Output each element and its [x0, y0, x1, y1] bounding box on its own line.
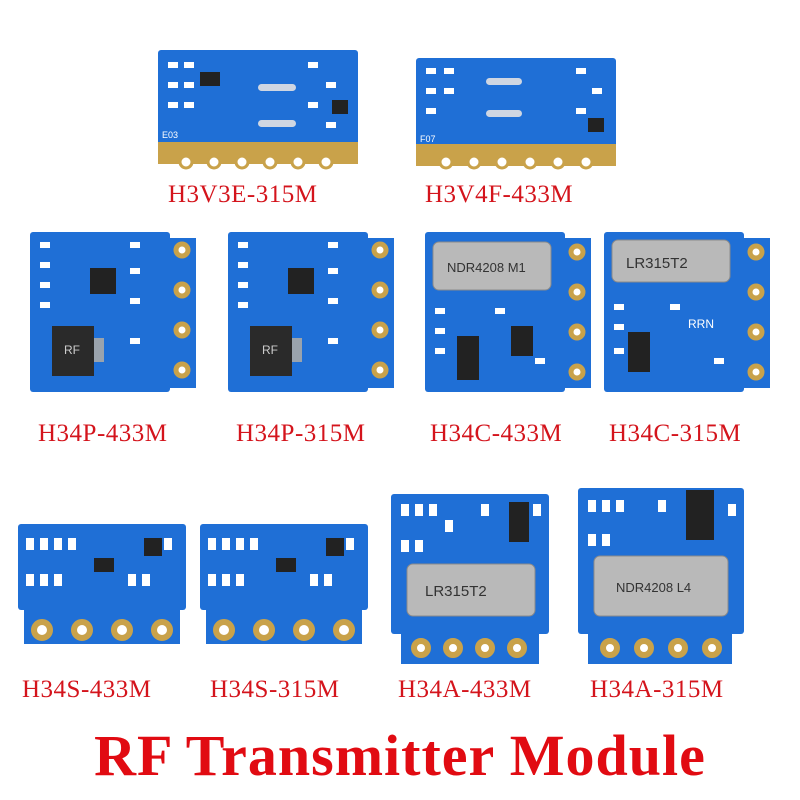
module-h34a315: NDR4208 L4 — [572, 484, 750, 671]
label-h34a433: H34A-433M — [398, 676, 532, 703]
label-h34s433: H34S-433M — [22, 676, 152, 703]
page-title: RF Transmitter Module — [94, 723, 706, 788]
pcb-h34p315: RF — [228, 232, 394, 392]
silk-h34p433: RF — [64, 343, 80, 357]
crystal-h34c315: LR315T2 — [626, 255, 688, 272]
pcb-h3v4f: F07 — [416, 58, 616, 170]
module-h34p315: RF — [228, 228, 398, 403]
module-h34c433: NDR4208 M1 — [425, 228, 595, 403]
crystal-h34c433: NDR4208 M1 — [447, 260, 526, 275]
module-h3v4f: F07 — [416, 52, 616, 182]
pcb-h34a433: LR315T2 — [391, 494, 549, 664]
module-h34a433: LR315T2 — [385, 490, 555, 673]
silk-h3v4f: F07 — [420, 134, 436, 144]
pcb-h34s433 — [18, 524, 186, 644]
pcb-h34c433: NDR4208 M1 — [425, 232, 591, 392]
pcb-h3v3e: E03 — [158, 50, 358, 170]
crystal-h34a315: NDR4208 L4 — [616, 580, 691, 595]
silk-h34p315: RF — [262, 343, 278, 357]
label-h34a315: H34A-315M — [590, 676, 724, 703]
module-h3v3e: E03 — [158, 42, 358, 182]
crystal-h34a433: LR315T2 — [425, 583, 487, 600]
silk-h3v3e: E03 — [162, 130, 178, 140]
label-h3v4f: H3V4F-433M — [425, 181, 574, 208]
label-h34c315: H34C-315M — [609, 420, 742, 447]
label-h34s315: H34S-315M — [210, 676, 340, 703]
module-h34s315 — [200, 518, 368, 653]
pcb-h34s315 — [200, 524, 368, 644]
pcb-h34c315: LR315T2 RRN — [604, 232, 770, 392]
pcb-h34a315: NDR4208 L4 — [578, 488, 744, 664]
module-h34c315: LR315T2 RRN — [604, 228, 774, 403]
label-h34p433: H34P-433M — [38, 420, 168, 447]
label-h34c433: H34C-433M — [430, 420, 563, 447]
label-h34p315: H34P-315M — [236, 420, 366, 447]
label-h3v3e: H3V3E-315M — [168, 181, 318, 208]
silk-h34c315: RRN — [688, 317, 714, 331]
pcb-h34p433: RF — [30, 232, 196, 392]
module-h34p433: RF — [30, 228, 200, 403]
module-h34s433 — [18, 518, 186, 653]
